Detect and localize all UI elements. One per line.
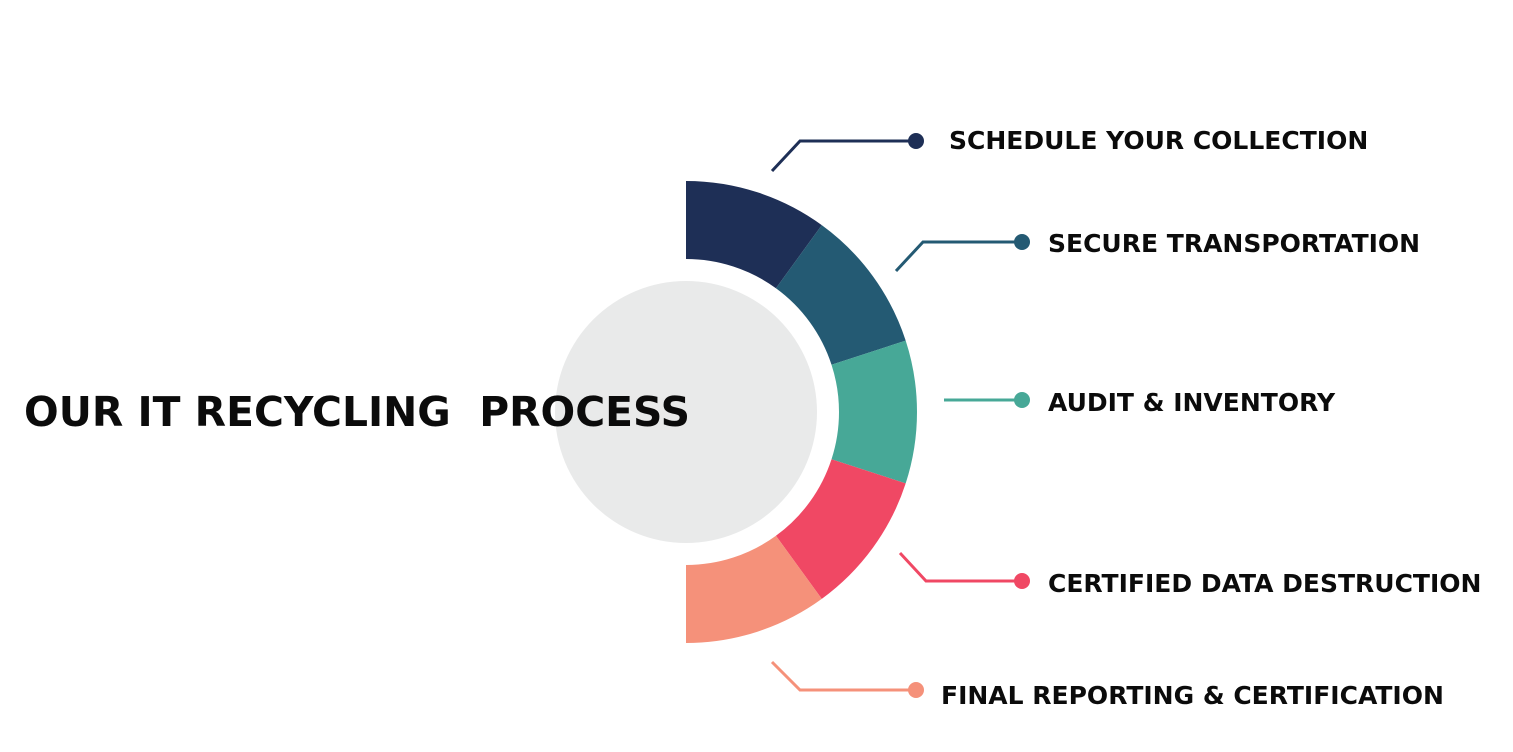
segment-secure-transportation [775,225,906,365]
callout-final-reporting [770,660,924,698]
callout-schedule-collection [770,133,924,173]
callout-certified-data-destruction [898,551,1030,589]
ring-segments [686,181,917,643]
segment-certified-data-destruction [775,459,906,599]
segment-final-reporting [686,535,822,643]
callout-secure-transportation [894,234,1030,273]
step-label-certified-data-destruction: CERTIFIED DATA DESTRUCTION [1048,569,1481,598]
step-label-final-reporting: FINAL REPORTING & CERTIFICATION [941,681,1444,710]
step-labels: SCHEDULE YOUR COLLECTION SECURE TRANSPOR… [941,126,1481,710]
callouts [770,133,1030,698]
segment-audit-inventory [831,340,917,484]
segment-schedule-collection [686,181,822,289]
step-label-audit-inventory: AUDIT & INVENTORY [1048,388,1336,417]
step-label-secure-transportation: SECURE TRANSPORTATION [1048,229,1420,258]
callout-audit-inventory [944,392,1030,408]
page-title: OUR IT RECYCLING PROCESS [24,388,690,436]
center-circle [555,281,817,543]
step-label-schedule-collection: SCHEDULE YOUR COLLECTION [949,126,1368,155]
